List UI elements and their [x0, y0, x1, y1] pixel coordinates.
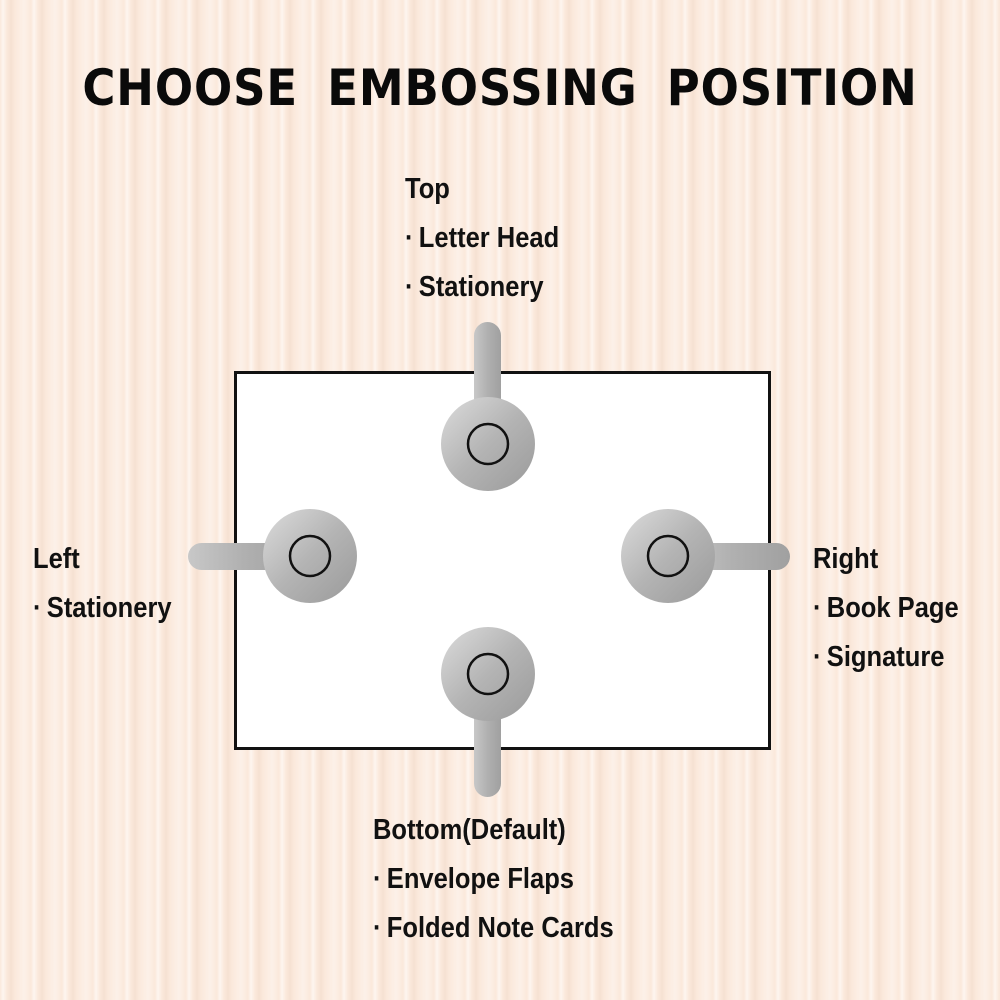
top-heading: Top	[405, 173, 450, 205]
page-title: CHOOSE EMBOSSING POSITION	[82, 59, 918, 117]
right-use-item: ·Book Page	[813, 592, 959, 624]
left-use-item: ·Stationery	[33, 592, 172, 624]
right-position-label: Right ·Book Page ·Signature	[813, 535, 959, 682]
left-stamp-icon[interactable]	[188, 509, 357, 603]
bottom-heading: Bottom(Default)	[373, 814, 566, 846]
right-heading: Right	[813, 543, 879, 575]
bottom-stamp-icon[interactable]	[441, 627, 535, 797]
top-position-label: Top ·Letter Head ·Stationery	[405, 165, 559, 312]
left-heading: Left	[33, 543, 80, 575]
top-use-item: ·Stationery	[405, 271, 544, 303]
bottom-use-item: ·Folded Note Cards	[373, 912, 614, 944]
bottom-position-label: Bottom(Default) ·Envelope Flaps ·Folded …	[373, 806, 614, 953]
right-use-item: ·Signature	[813, 641, 945, 673]
right-stamp-icon[interactable]	[621, 509, 790, 603]
left-position-label: Left ·Stationery	[33, 535, 172, 633]
top-stamp-icon[interactable]	[441, 322, 535, 491]
top-use-item: ·Letter Head	[405, 222, 560, 254]
bottom-use-item: ·Envelope Flaps	[373, 863, 574, 895]
